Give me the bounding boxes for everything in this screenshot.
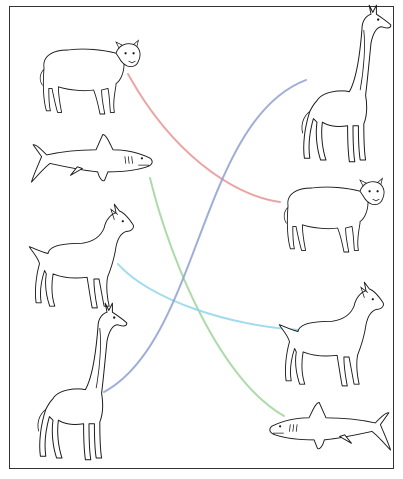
giraffe-connection-line (104, 80, 306, 392)
giraffe-icon[interactable] (38, 303, 127, 460)
shark-icon[interactable] (31, 135, 152, 183)
sheep-icon[interactable] (284, 178, 384, 252)
sheep-icon[interactable] (40, 40, 140, 114)
dog-icon[interactable] (279, 282, 383, 386)
connection-lines (104, 74, 306, 416)
right-column (270, 5, 391, 450)
shark-connection-line (150, 178, 284, 416)
shark-icon[interactable] (270, 403, 391, 451)
dog-icon[interactable] (29, 204, 133, 308)
dog-connection-line (118, 264, 300, 330)
left-column (29, 40, 152, 459)
giraffe-icon[interactable] (302, 5, 391, 162)
